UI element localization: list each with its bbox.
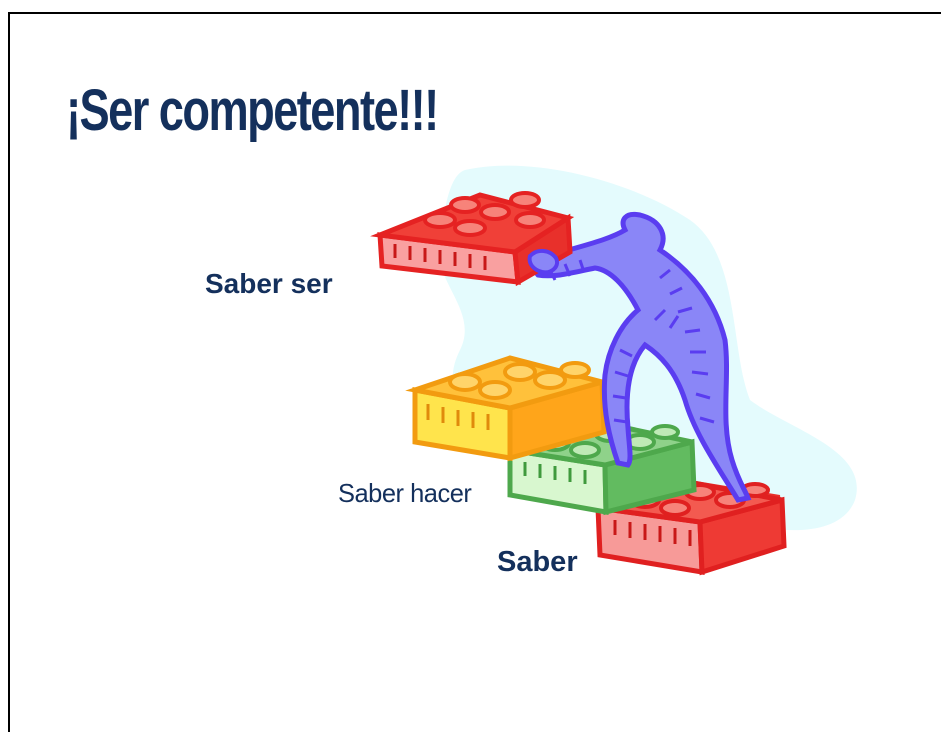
slide-title: ¡Ser competente!!! bbox=[66, 78, 439, 143]
figure-hand bbox=[527, 249, 559, 275]
lego-climber-illustration bbox=[370, 165, 857, 576]
brick-orange bbox=[405, 355, 612, 462]
label-saber-ser: Saber ser bbox=[205, 268, 333, 299]
climbing-figure bbox=[526, 211, 752, 503]
label-saber-hacer: Saber hacer bbox=[338, 478, 472, 508]
label-saber: Saber bbox=[497, 546, 578, 578]
